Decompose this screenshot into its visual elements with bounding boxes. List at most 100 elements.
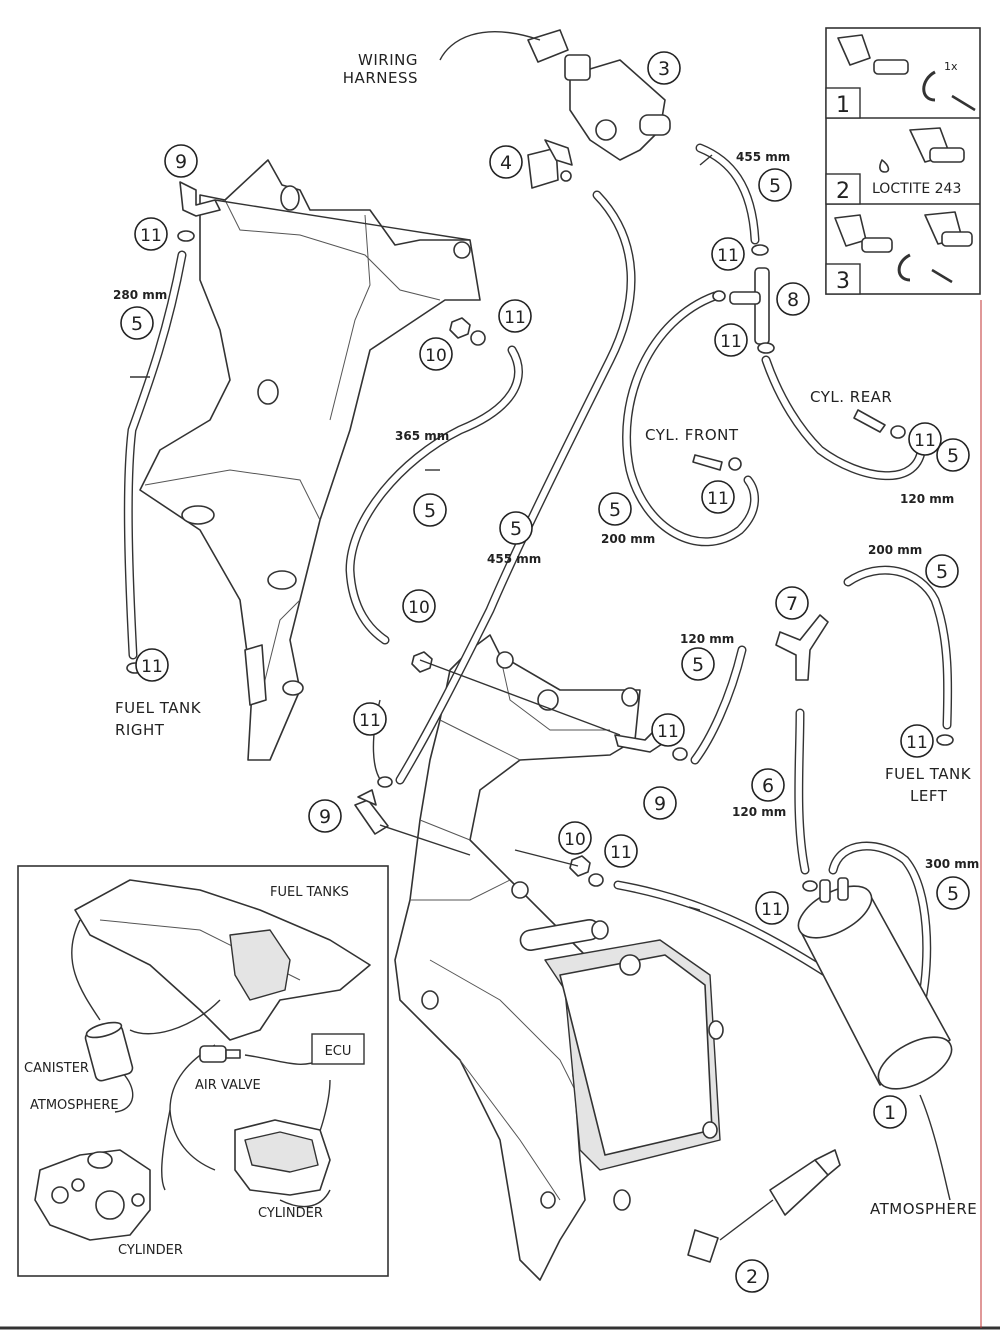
cyl-rear-label: CYL. REAR: [810, 388, 892, 406]
callout-number-c11i: 11: [657, 722, 679, 742]
callout-circle-c5a: [758, 168, 792, 202]
wiring-harness-label-1: WIRING: [358, 51, 418, 69]
dim-200-front: 200 mm: [601, 532, 655, 546]
callout-circle-c11d: [711, 237, 745, 271]
callout-circle-c2: [735, 1259, 769, 1293]
callout-circle-c5f: [936, 438, 970, 472]
callout-circle-c11k: [755, 891, 789, 925]
callout-number-c5f: 5: [947, 445, 959, 467]
callout-circle-c11c: [498, 299, 532, 333]
callout-circle-c10c: [558, 821, 592, 855]
callout-number-c5b: 5: [131, 313, 143, 335]
callout-number-c11d: 11: [717, 246, 739, 266]
callout-number-c4: 4: [500, 152, 512, 174]
fuel-tank-left-shell: [394, 634, 724, 1281]
air-valve-part: [439, 29, 671, 161]
callout-circle-c5e: [598, 492, 632, 526]
callout-circle-c4: [489, 145, 523, 179]
steps-panel: 1 1x 2 LOCTITE 243 3: [825, 27, 981, 295]
callout-number-c9c: 9: [654, 793, 666, 815]
callouts: 1234555555555678999101010111111111111111…: [120, 51, 970, 1293]
callout-circle-c11i: [651, 713, 685, 747]
step-1-number: 1: [836, 93, 850, 118]
callout-circle-c11l: [900, 724, 934, 758]
callout-number-c5i: 5: [947, 883, 959, 905]
callout-circle-c11h: [353, 702, 387, 736]
callout-number-c10c: 10: [564, 830, 586, 850]
callout-number-c11f: 11: [914, 431, 936, 451]
callout-number-c11a: 11: [140, 226, 162, 246]
callout-circle-c5i: [936, 876, 970, 910]
callout-number-c11h: 11: [359, 711, 381, 731]
callout-circle-c10a: [419, 337, 453, 371]
dim-200-right: 200 mm: [868, 543, 922, 557]
y-piece-part: [775, 614, 829, 681]
callout-number-c11g: 11: [707, 489, 729, 509]
canister-part: [797, 877, 953, 1090]
callout-number-c5a: 5: [769, 175, 781, 197]
cyl-rear-nipple: [853, 409, 886, 433]
hoses: [123, 143, 953, 1201]
callout-number-c7: 7: [786, 593, 798, 615]
dim-120-six: 120 mm: [732, 805, 786, 819]
callout-circle-c5c: [413, 493, 447, 527]
callout-circle-c6: [751, 768, 785, 802]
callout-number-c5h: 5: [692, 654, 704, 676]
atmosphere-label: ATMOSPHERE: [870, 1200, 977, 1218]
callout-number-c9b: 9: [319, 806, 331, 828]
callout-number-c2: 2: [746, 1266, 758, 1288]
callout-circle-c9b: [308, 799, 342, 833]
callout-circle-c9a: [164, 144, 198, 178]
callout-circle-c5g: [925, 554, 959, 588]
callout-circle-c11j: [604, 834, 638, 868]
filter-part: [687, 1149, 841, 1263]
inset-cylinder-right-label: CYLINDER: [258, 1206, 323, 1221]
fuel-tank-right-label-1: FUEL TANK: [115, 699, 202, 717]
callout-number-c11c: 11: [504, 308, 526, 328]
elbow-fitting-top: [179, 181, 221, 217]
wiring-harness-label-2: HARNESS: [343, 69, 418, 87]
callout-number-c9a: 9: [175, 151, 187, 173]
callout-number-c11l: 11: [906, 733, 928, 753]
callout-circle-c1: [873, 1095, 907, 1129]
callout-circle-c5h: [681, 647, 715, 681]
step-1-note: 1x: [944, 60, 958, 73]
dim-455-mid: 455 mm: [487, 552, 541, 566]
callout-number-c10b: 10: [408, 598, 430, 618]
callout-number-c10a: 10: [425, 346, 447, 366]
fuel-tank-left-label-1: FUEL TANK: [885, 765, 972, 783]
step-2-number: 2: [836, 179, 850, 204]
inset-cylinder-left-label: CYLINDER: [118, 1243, 183, 1258]
callout-circle-c10b: [402, 589, 436, 623]
callout-number-c3: 3: [658, 58, 670, 80]
callout-circle-c11a: [134, 217, 168, 251]
inset-schematic: FUEL TANKS ECU CANISTER AIR VALVE ATMOSP…: [17, 865, 389, 1277]
clamps: [126, 230, 954, 892]
callout-circle-c5d: [499, 511, 533, 545]
step-3-number: 3: [836, 269, 850, 294]
leader-lines: [130, 154, 713, 911]
callout-number-c5e: 5: [609, 499, 621, 521]
fuel-tank-right-label-2: RIGHT: [115, 721, 165, 739]
inset-atmosphere-label: ATMOSPHERE: [30, 1098, 119, 1113]
callout-circle-c3: [647, 51, 681, 85]
callout-number-c11e: 11: [720, 332, 742, 352]
callout-circle-c5b: [120, 306, 154, 340]
callout-number-c11j: 11: [610, 843, 632, 863]
bracket-part: [527, 139, 573, 189]
dim-120-mid: 120 mm: [680, 632, 734, 646]
dim-365: 365 mm: [395, 429, 449, 443]
callout-number-c11b: 11: [141, 657, 163, 677]
fuel-tank-left-label-2: LEFT: [910, 787, 948, 805]
callout-number-c6: 6: [762, 775, 774, 797]
dim-455-top: 455 mm: [736, 150, 790, 164]
cyl-front-label: CYL. FRONT: [645, 426, 739, 444]
inset-ecu-label: ECU: [325, 1044, 352, 1059]
callout-number-c5g: 5: [936, 561, 948, 583]
callout-number-c1: 1: [884, 1102, 896, 1124]
dim-120-rear: 120 mm: [900, 492, 954, 506]
callout-circle-c8: [776, 282, 810, 316]
dim-280: 280 mm: [113, 288, 167, 302]
dim-300: 300 mm: [925, 857, 979, 871]
